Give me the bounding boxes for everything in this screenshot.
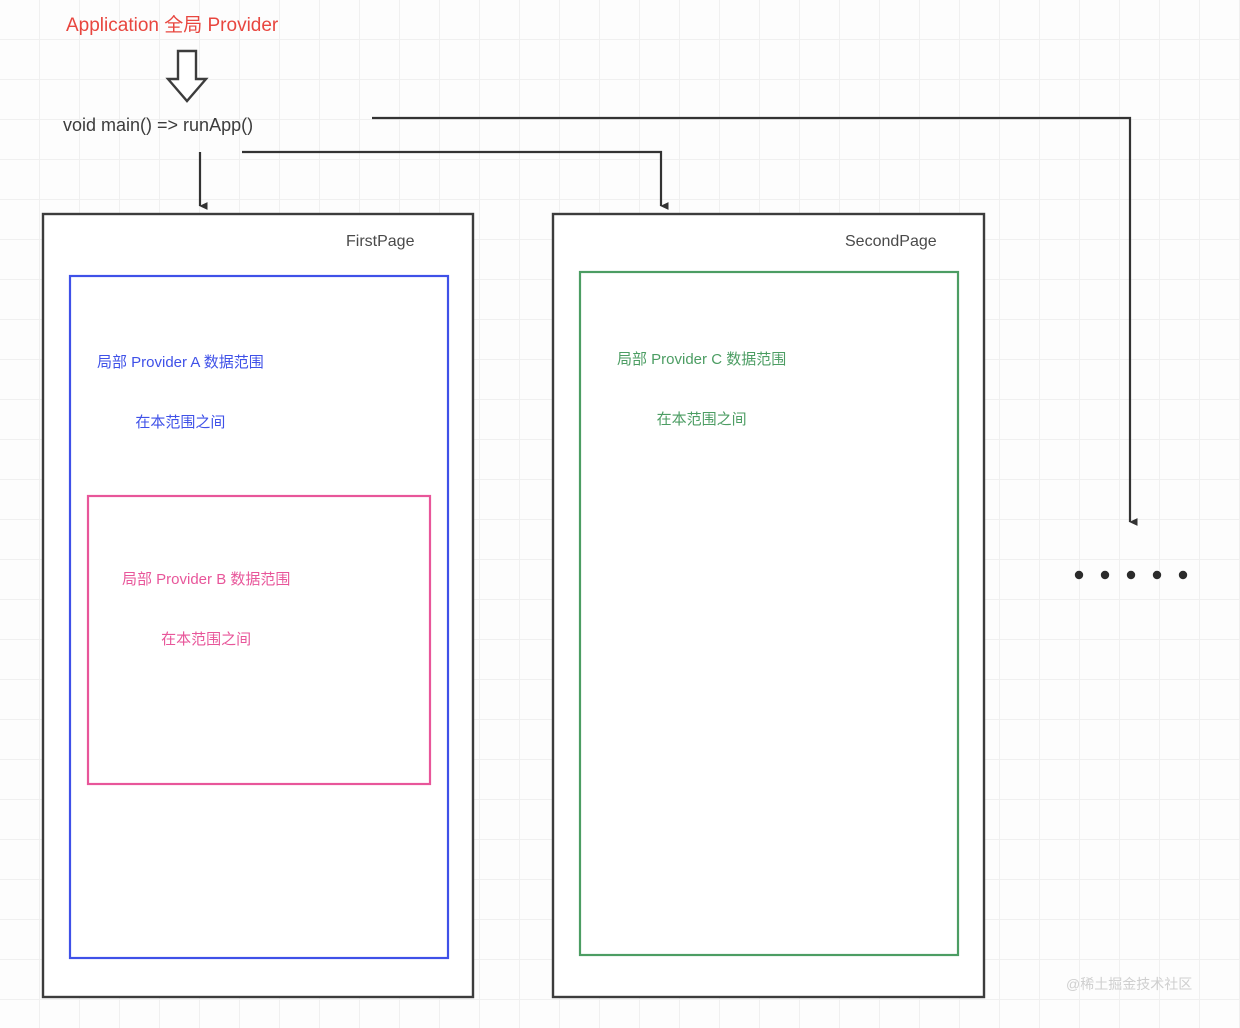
block-down-arrow-icon xyxy=(165,49,209,103)
scope-label-provider-a-line2: 在本范围之间 xyxy=(135,414,226,432)
entry-point-label: void main() => runApp() xyxy=(63,115,254,135)
scope-label-provider-a: 局部 Provider A 数据范围 在本范围之间 xyxy=(97,312,264,474)
scope-label-provider-b: 局部 Provider B 数据范围 在本范围之间 xyxy=(122,529,290,691)
watermark: @稀土掘金技术社区 xyxy=(1066,976,1193,992)
diagram-title: Application 全局 Provider xyxy=(66,15,279,36)
more-pages-ellipsis xyxy=(1074,570,1188,580)
page-title-first-page: FirstPage xyxy=(346,233,415,250)
scope-label-provider-c-line2: 在本范围之间 xyxy=(656,411,747,429)
scope-label-provider-b-line2: 在本范围之间 xyxy=(161,631,252,649)
scope-label-provider-a-line1: 局部 Provider A 数据范围 xyxy=(97,353,264,371)
page-title-second-page: SecondPage xyxy=(845,233,937,250)
scope-label-provider-c-line1: 局部 Provider C 数据范围 xyxy=(617,350,787,368)
scope-label-provider-b-line1: 局部 Provider B 数据范围 xyxy=(122,570,291,588)
connector-main-to-secondpage xyxy=(242,150,669,210)
scope-label-provider-c: 局部 Provider C 数据范围 在本范围之间 xyxy=(617,309,786,471)
